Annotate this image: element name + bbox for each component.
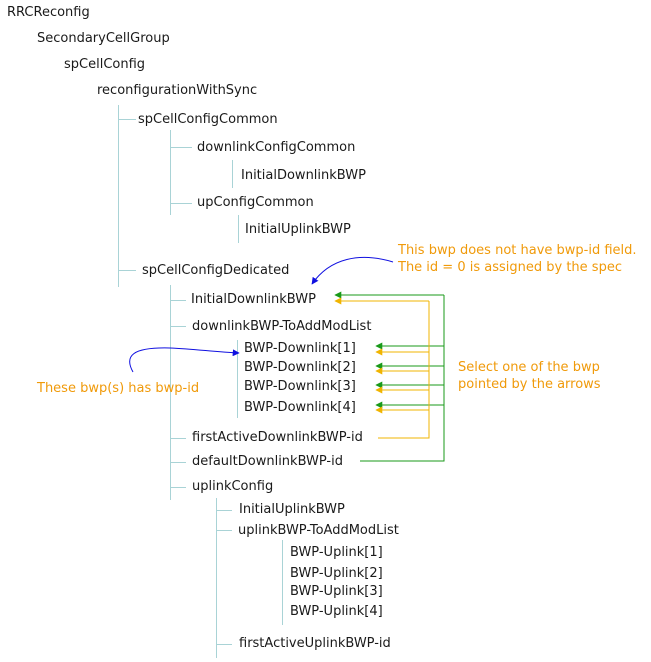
note-has-bwp-id: These bwp(s) has bwp-id [37,381,200,396]
node-first-active-downlink-bwp-id: firstActiveDownlinkBWP-id [191,429,364,447]
note-select-bwp-line1: Select one of the bwp [458,360,600,375]
node-uplink-bwp-to-add-mod-list: uplinkBWP-ToAddModList [237,522,400,540]
tree-line [170,147,192,148]
tree-line [170,462,186,463]
note-no-bwp-id: This bwp does not have bwp-id field. The… [398,242,637,276]
tree-line [118,119,136,120]
tree-line [170,203,192,204]
tree-line [170,300,186,301]
pointer-arrow-initial-bwp [311,256,394,285]
node-initial-downlink-bwp-common: InitialDownlinkBWP [240,167,367,185]
node-downlink-bwp-to-add-mod-list: downlinkBWP-ToAddModList [191,318,373,336]
node-rrc-reconfig: RRCReconfig [6,4,91,22]
note-no-bwp-id-line2: The id = 0 is assigned by the spec [398,260,622,275]
tree-line [170,130,171,215]
note-no-bwp-id-line1: This bwp does not have bwp-id field. [398,243,637,258]
node-bwp-downlink: BWP-Downlink[1] [243,340,357,358]
tree-line [216,530,232,531]
node-bwp-uplink: BWP-Uplink[3] [289,583,384,601]
node-reconfiguration-with-sync: reconfigurationWithSync [96,82,259,100]
node-bwp-uplink: BWP-Uplink[1] [289,544,384,562]
tree-line [170,326,186,327]
tree-line [216,498,217,658]
tree-line [216,510,232,511]
node-sp-cell-config-common: spCellConfigCommon [137,111,279,129]
node-initial-downlink-bwp: InitialDownlinkBWP [190,291,317,309]
tree-line [237,340,238,418]
node-initial-uplink-bwp: InitialUplinkBWP [238,501,346,519]
node-secondary-cell-group: SecondaryCellGroup [36,30,171,48]
pointer-arrow-bwp-downlink [129,347,240,373]
first-active-bwp-id-arrow-bus [378,301,430,439]
node-initial-uplink-bwp-common: InitialUplinkBWP [244,221,352,239]
node-first-active-uplink-bwp-id: firstActiveUplinkBWP-id [238,635,392,653]
tree-line [282,540,283,625]
tree-line [170,487,186,488]
node-bwp-uplink: BWP-Uplink[2] [289,565,384,583]
node-default-downlink-bwp-id: defaultDownlinkBWP-id [191,453,344,471]
note-select-bwp: Select one of the bwp pointed by the arr… [458,359,601,393]
node-bwp-downlink: BWP-Downlink[2] [243,359,357,377]
tree-line [118,270,136,271]
node-up-config-common: upConfigCommon [196,194,315,212]
node-bwp-downlink: BWP-Downlink[4] [243,399,357,417]
tree-line [238,215,239,243]
tree-line [216,644,232,645]
node-downlink-config-common: downlinkConfigCommon [196,139,357,157]
node-sp-cell-config-dedicated: spCellConfigDedicated [141,262,291,280]
tree-line [118,105,119,287]
note-select-bwp-line2: pointed by the arrows [458,377,601,392]
node-bwp-uplink: BWP-Uplink[4] [289,603,384,621]
tree-line [170,438,186,439]
tree-line [170,285,171,500]
tree-line [232,160,233,188]
node-bwp-downlink: BWP-Downlink[3] [243,378,357,396]
node-sp-cell-config: spCellConfig [63,56,147,74]
default-bwp-id-arrow-bus [360,295,445,462]
node-uplink-config: uplinkConfig [191,478,275,496]
